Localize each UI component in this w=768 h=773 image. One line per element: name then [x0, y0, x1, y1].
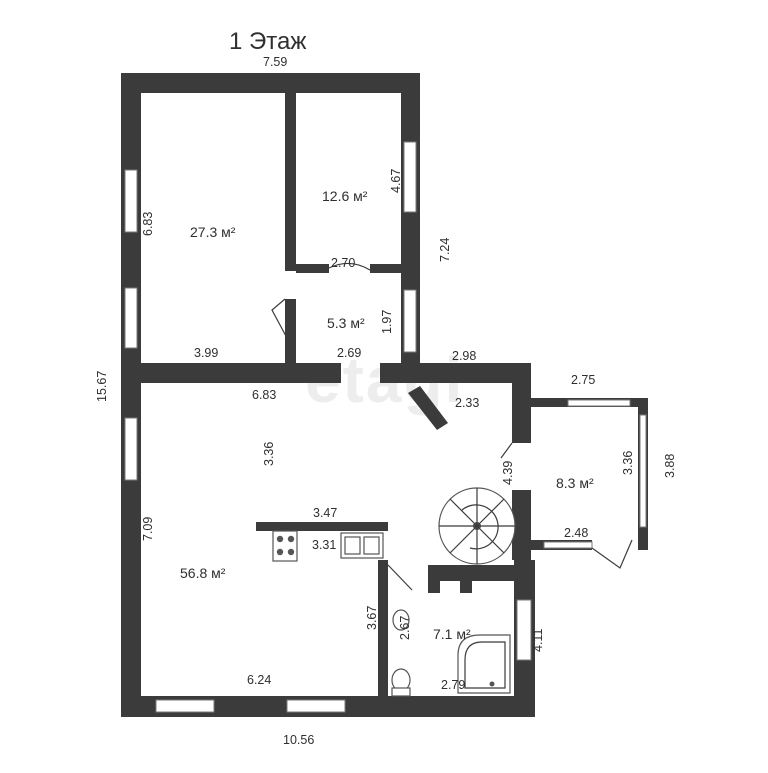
dimension-label: 7.59 [263, 55, 287, 69]
dimension-label: 2.33 [455, 396, 479, 410]
window [567, 399, 631, 407]
door-swing [387, 564, 413, 591]
sink-icon [392, 609, 410, 631]
dimension-label: 4.39 [501, 461, 515, 485]
doors [271, 262, 633, 591]
dimension-label: 6.83 [252, 388, 276, 402]
window [124, 169, 138, 233]
window [403, 289, 417, 353]
dimension-label: 3.36 [621, 451, 635, 475]
dimension-label: 4.67 [389, 169, 403, 193]
dimension-label: 3.47 [313, 506, 337, 520]
dimension-label: 2.79 [441, 678, 465, 692]
dimension-label: 6.83 [141, 212, 155, 236]
window [516, 599, 532, 661]
page-title: 1 Этаж [229, 28, 306, 55]
window [639, 414, 647, 528]
room-area-label: 12.6 м² [322, 188, 368, 204]
room-area-label: 5.3 м² [327, 315, 365, 331]
dimension-label: 10.56 [283, 733, 314, 747]
dimension-label: 3.88 [663, 454, 677, 478]
dimension-label: 7.24 [438, 238, 452, 262]
dimension-label: 2.67 [398, 616, 412, 640]
window [403, 141, 417, 213]
window [124, 287, 138, 349]
room-area-label: 8.3 м² [556, 475, 594, 491]
room-area-label: 27.3 м² [190, 224, 236, 240]
fixtures [272, 530, 511, 697]
door-swing [328, 262, 371, 271]
door-swing [591, 539, 633, 569]
windows [124, 141, 647, 713]
dimension-label: 3.99 [194, 346, 218, 360]
window [286, 699, 346, 713]
dimension-label: 2.48 [564, 526, 588, 540]
dimension-label: 15.67 [95, 371, 109, 402]
dimension-label: 4.11 [531, 629, 545, 652]
dimension-label: 3.36 [262, 442, 276, 466]
stove-icon [272, 530, 298, 562]
dimension-label: 3.31 [312, 538, 336, 552]
dimension-label: 6.24 [247, 673, 271, 687]
room-area-label: 7.1 м² [433, 626, 471, 642]
dimension-label: 2.70 [331, 256, 355, 270]
room-area-label: 56.8 м² [180, 565, 226, 581]
door-swing [500, 442, 513, 459]
dimension-label: 1.97 [380, 310, 394, 334]
dimension-label: 2.98 [452, 349, 476, 363]
window [543, 541, 593, 549]
window [124, 417, 138, 481]
dimension-label: 3.67 [365, 606, 379, 630]
dimension-label: 2.69 [337, 346, 361, 360]
shower-icon [457, 634, 511, 694]
dimension-label: 2.75 [571, 373, 595, 387]
door-swing [271, 298, 288, 339]
window [155, 699, 215, 713]
dimension-label: 7.09 [141, 517, 155, 541]
spiral-staircase [438, 487, 516, 565]
